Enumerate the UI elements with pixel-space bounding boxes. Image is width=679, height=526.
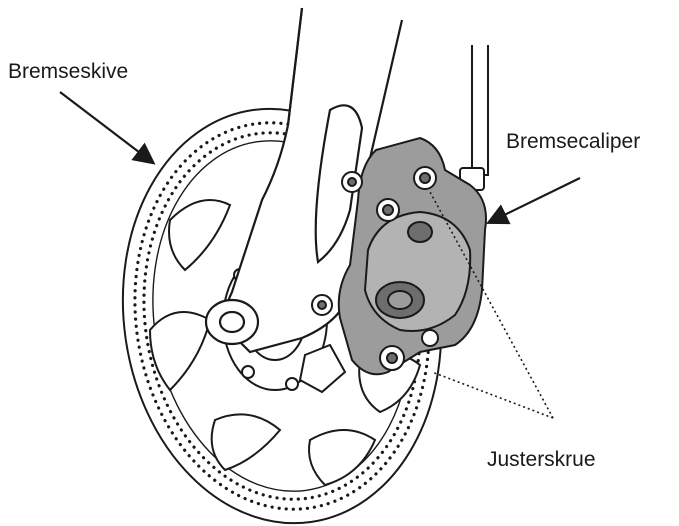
disc-label: Bremseskive [8, 60, 129, 83]
adjust-screw-label: Justerskrue [487, 448, 596, 471]
fork-leg [204, 7, 404, 354]
brake-hose [459, 45, 489, 191]
caliper-label: Bremsecaliper [506, 130, 641, 153]
brake-caliper [311, 136, 487, 376]
adjust-screw-leaders [429, 191, 554, 419]
caliper-label-arrow [486, 177, 581, 225]
disc-label-arrow [59, 91, 156, 165]
